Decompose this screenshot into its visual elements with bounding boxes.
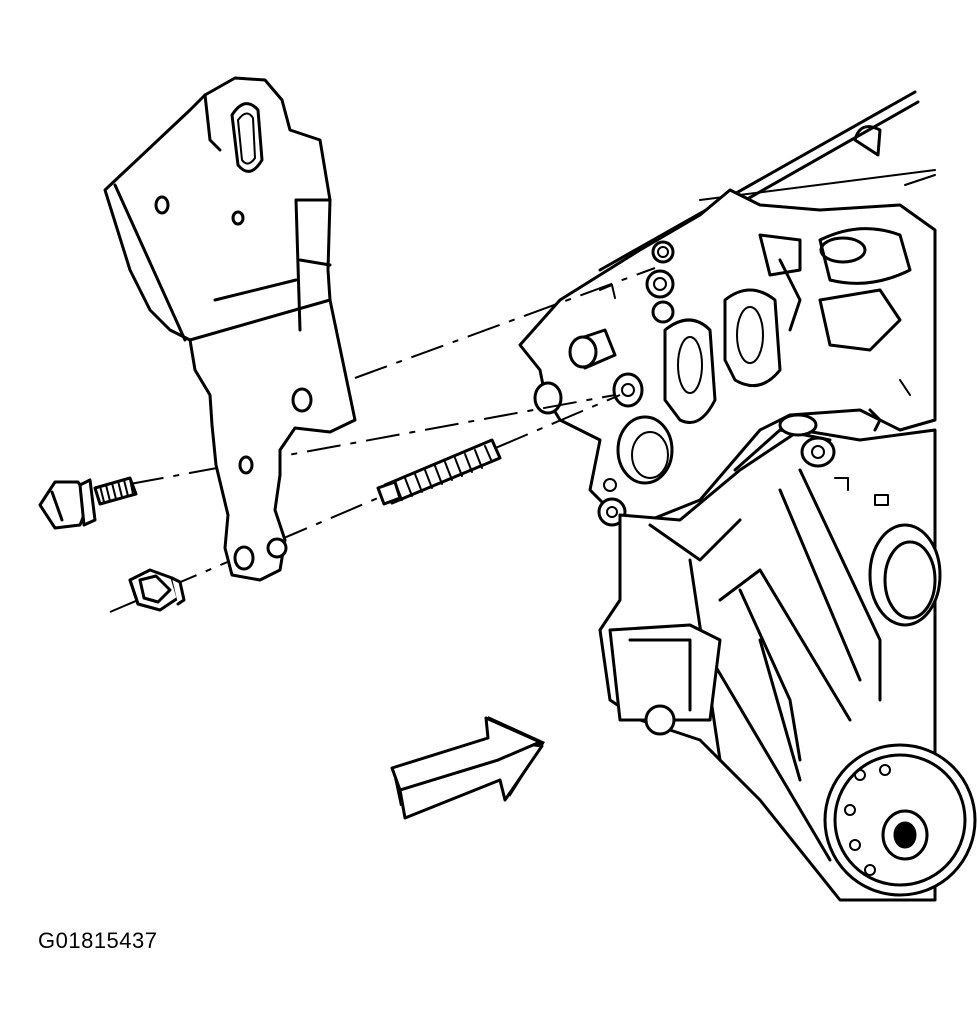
stud-icon [376,438,502,506]
engine-block-icon [518,90,977,902]
bolt-icon [38,476,138,530]
nut-icon [128,568,186,612]
bracket-icon [103,76,357,582]
direction-arrow-icon [390,716,545,820]
figure-id-label: G01815437 [38,928,158,953]
alignment-lines [109,267,656,613]
